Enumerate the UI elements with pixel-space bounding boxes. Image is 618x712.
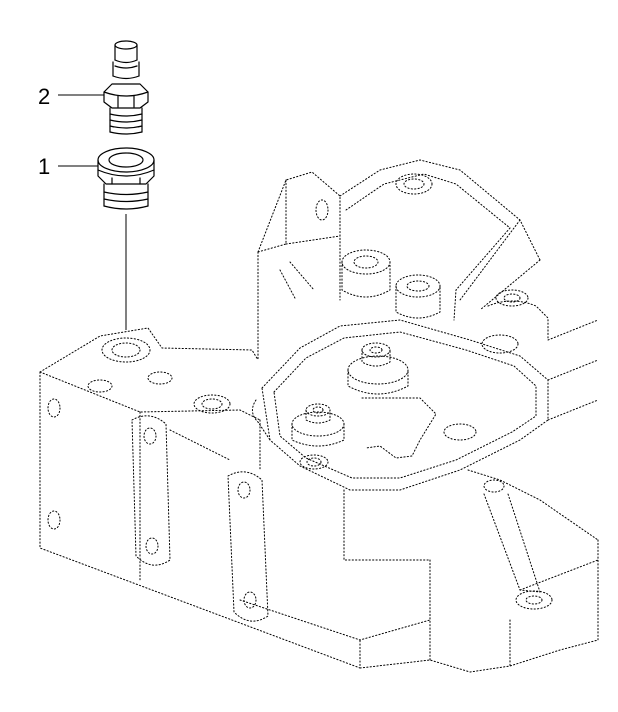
engine-housing [39,159,599,673]
callout-2: 2 [38,84,104,109]
part-2-barb-fitting [103,40,149,135]
part-1-adapter [97,147,155,210]
callout-label-1: 1 [38,154,50,179]
callout-label-2: 2 [38,84,50,109]
callout-1: 1 [38,154,98,179]
